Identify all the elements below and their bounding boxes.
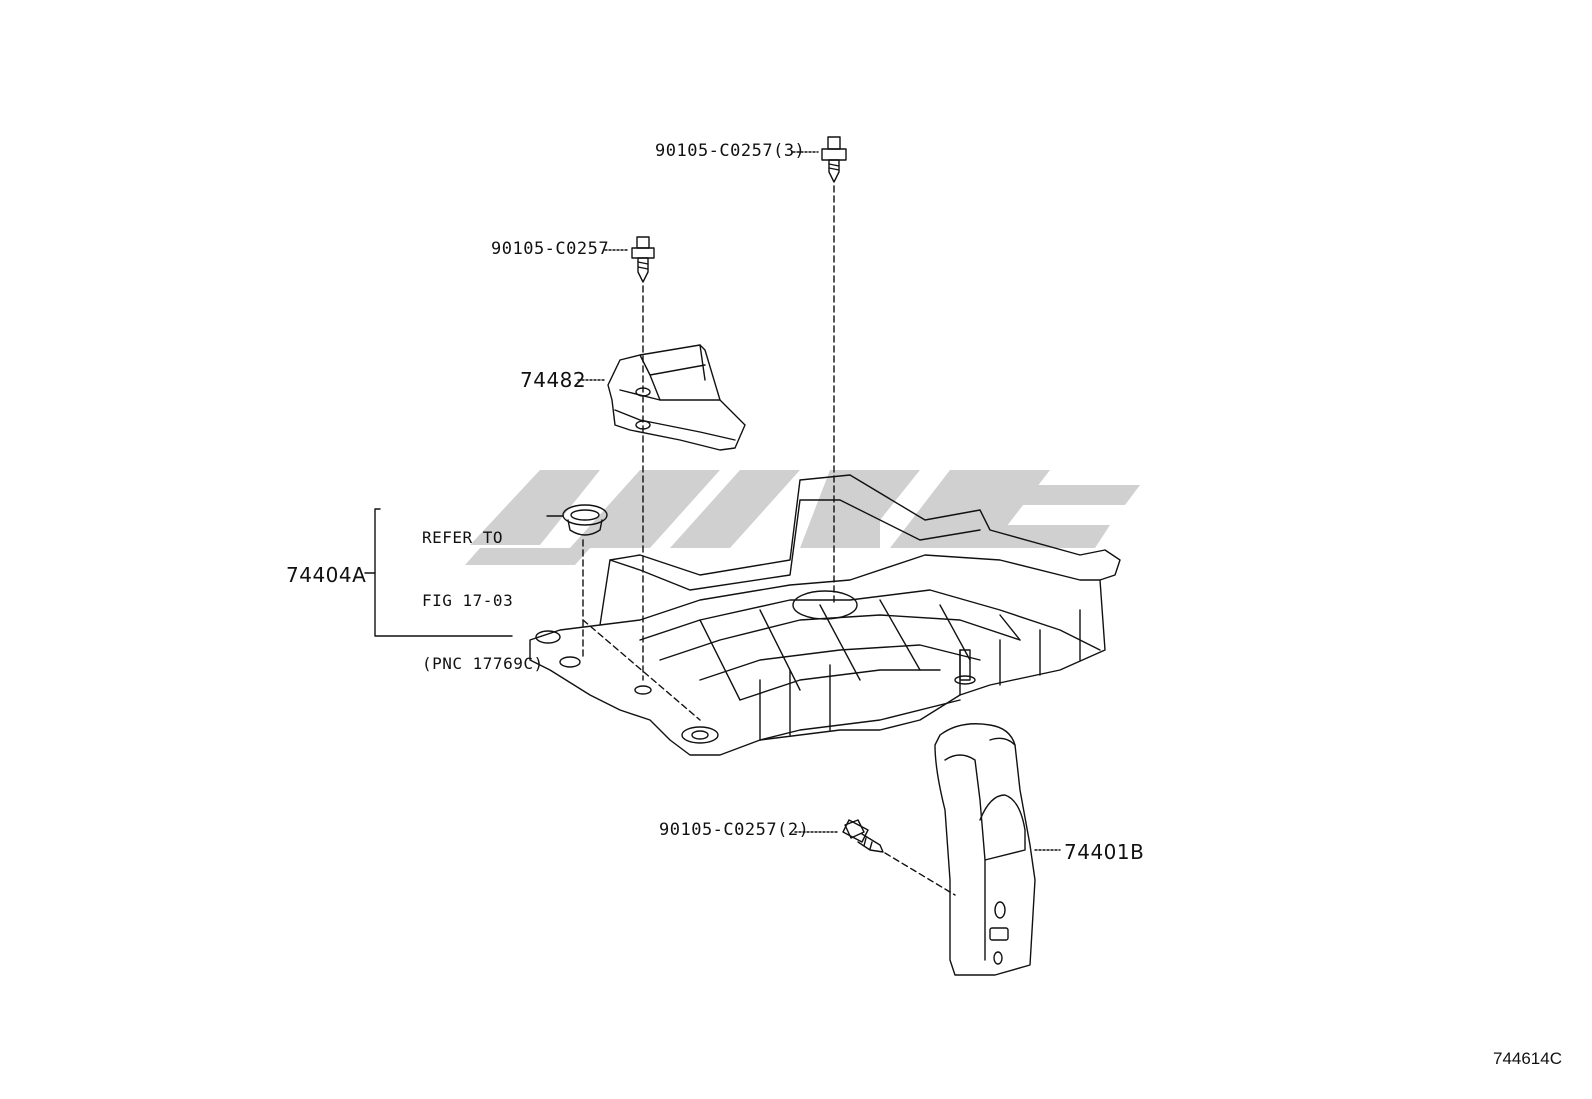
refer-line-1: REFER TO: [422, 528, 504, 547]
label-bolt-bottom: 90105-C0257(2): [659, 820, 810, 840]
battery-tray-74404A: [529, 474, 1121, 756]
refer-line-2: FIG 17-03: [422, 591, 514, 610]
bolt-mid-icon: [631, 236, 655, 283]
refer-note: REFER TO FIG 17-03 (PNC 17769C): [422, 485, 544, 716]
bolt-bottom-icon: [842, 819, 884, 853]
label-bracket: 74482: [520, 368, 587, 392]
label-bolt-top: 90105-C0257(3): [655, 141, 806, 161]
brace-74401B: [934, 723, 1036, 976]
label-bolt-mid: 90105-C0257: [491, 239, 610, 259]
bolt-top-icon: [821, 136, 847, 183]
figure-code: 744614C: [1492, 1049, 1562, 1068]
refer-line-3: (PNC 17769C): [422, 654, 544, 673]
label-tray: 74404A: [286, 563, 367, 587]
label-brace: 74401B: [1064, 840, 1145, 864]
grommet-icon: [562, 504, 608, 536]
bracket-74482: [607, 344, 746, 451]
watermark-logo: [465, 470, 1140, 565]
